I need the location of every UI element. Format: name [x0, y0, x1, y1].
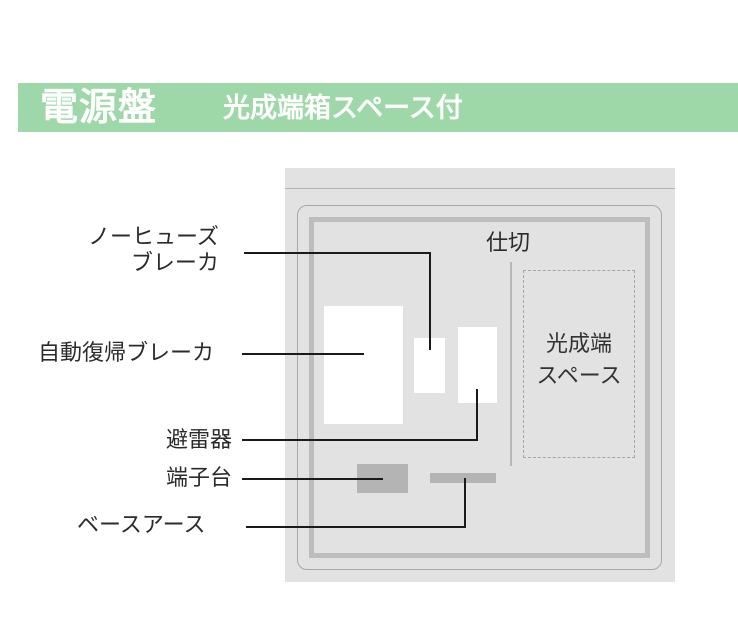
fiber-space-label: 光成端 スペース [536, 332, 622, 389]
panel-top-line [285, 188, 675, 189]
label-partition: 仕切 [486, 231, 531, 256]
page-title: 電源盤 [40, 85, 158, 129]
leader-surge-h [242, 439, 478, 441]
leader-surge-v [476, 389, 478, 441]
auto-reset-breaker [324, 306, 403, 424]
label-base-earth: ベースアース [77, 513, 206, 538]
label-no-fuse-breaker: ノーヒューズ ブレーカ [88, 225, 219, 276]
panel-inner-frame [309, 217, 650, 558]
fiber-termination-space: 光成端 スペース [523, 270, 635, 458]
label-surge-arrester: 避雷器 [166, 428, 233, 453]
leader-no-fuse-v [429, 252, 431, 350]
partition-divider [510, 262, 512, 466]
leader-auto-reset [242, 353, 364, 355]
base-earth-bar [430, 473, 496, 483]
leader-base-earth-h [246, 526, 466, 528]
leader-no-fuse-h [244, 252, 431, 254]
label-terminal-block: 端子台 [166, 466, 233, 491]
leader-base-earth-v [464, 478, 466, 528]
page-subtitle: 光成端箱スペース付 [223, 93, 463, 124]
title-banner: 電源盤 光成端箱スペース付 [18, 83, 738, 132]
label-auto-reset-breaker: 自動復帰ブレーカ [38, 341, 215, 366]
leader-terminal [242, 478, 383, 480]
